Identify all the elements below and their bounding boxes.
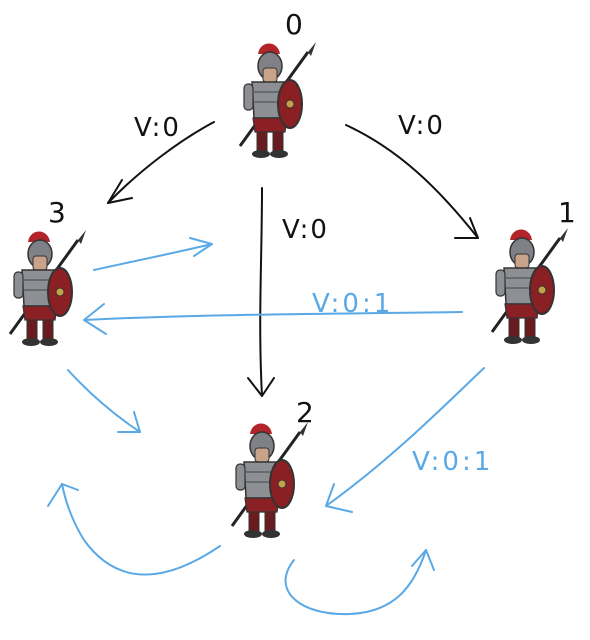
edge-0-2 [247, 187, 275, 397]
edge-3-right-selfloop [93, 237, 213, 271]
edge-0-1 [345, 124, 479, 239]
edge-3-down [67, 369, 141, 433]
node-3 [8, 228, 88, 348]
node-label-3: 3 [48, 196, 66, 229]
edge-label-1-2: V:0:1 [412, 447, 493, 477]
edge-label-1-3: V:0:1 [312, 289, 393, 319]
node-1 [490, 226, 570, 346]
roman-soldier-icon [230, 420, 310, 540]
node-2 [230, 420, 310, 540]
roman-soldier-icon [490, 226, 570, 346]
edge-label-0-3: V:0 [134, 113, 181, 143]
node-label-0: 0 [285, 8, 303, 41]
edge-2-left-loop [47, 483, 221, 576]
edge-1-2 [325, 367, 485, 513]
edge-0-3 [107, 121, 215, 204]
edge-1-3 [83, 303, 463, 335]
edge-label-0-1: V:0 [398, 111, 445, 141]
node-label-1: 1 [558, 196, 576, 229]
edge-2-right-loop [284, 549, 435, 616]
edge-label-0-2: V:0 [282, 215, 329, 245]
node-0 [238, 40, 318, 160]
roman-soldier-icon [238, 40, 318, 160]
roman-soldier-icon [8, 228, 88, 348]
node-label-2: 2 [296, 396, 314, 429]
